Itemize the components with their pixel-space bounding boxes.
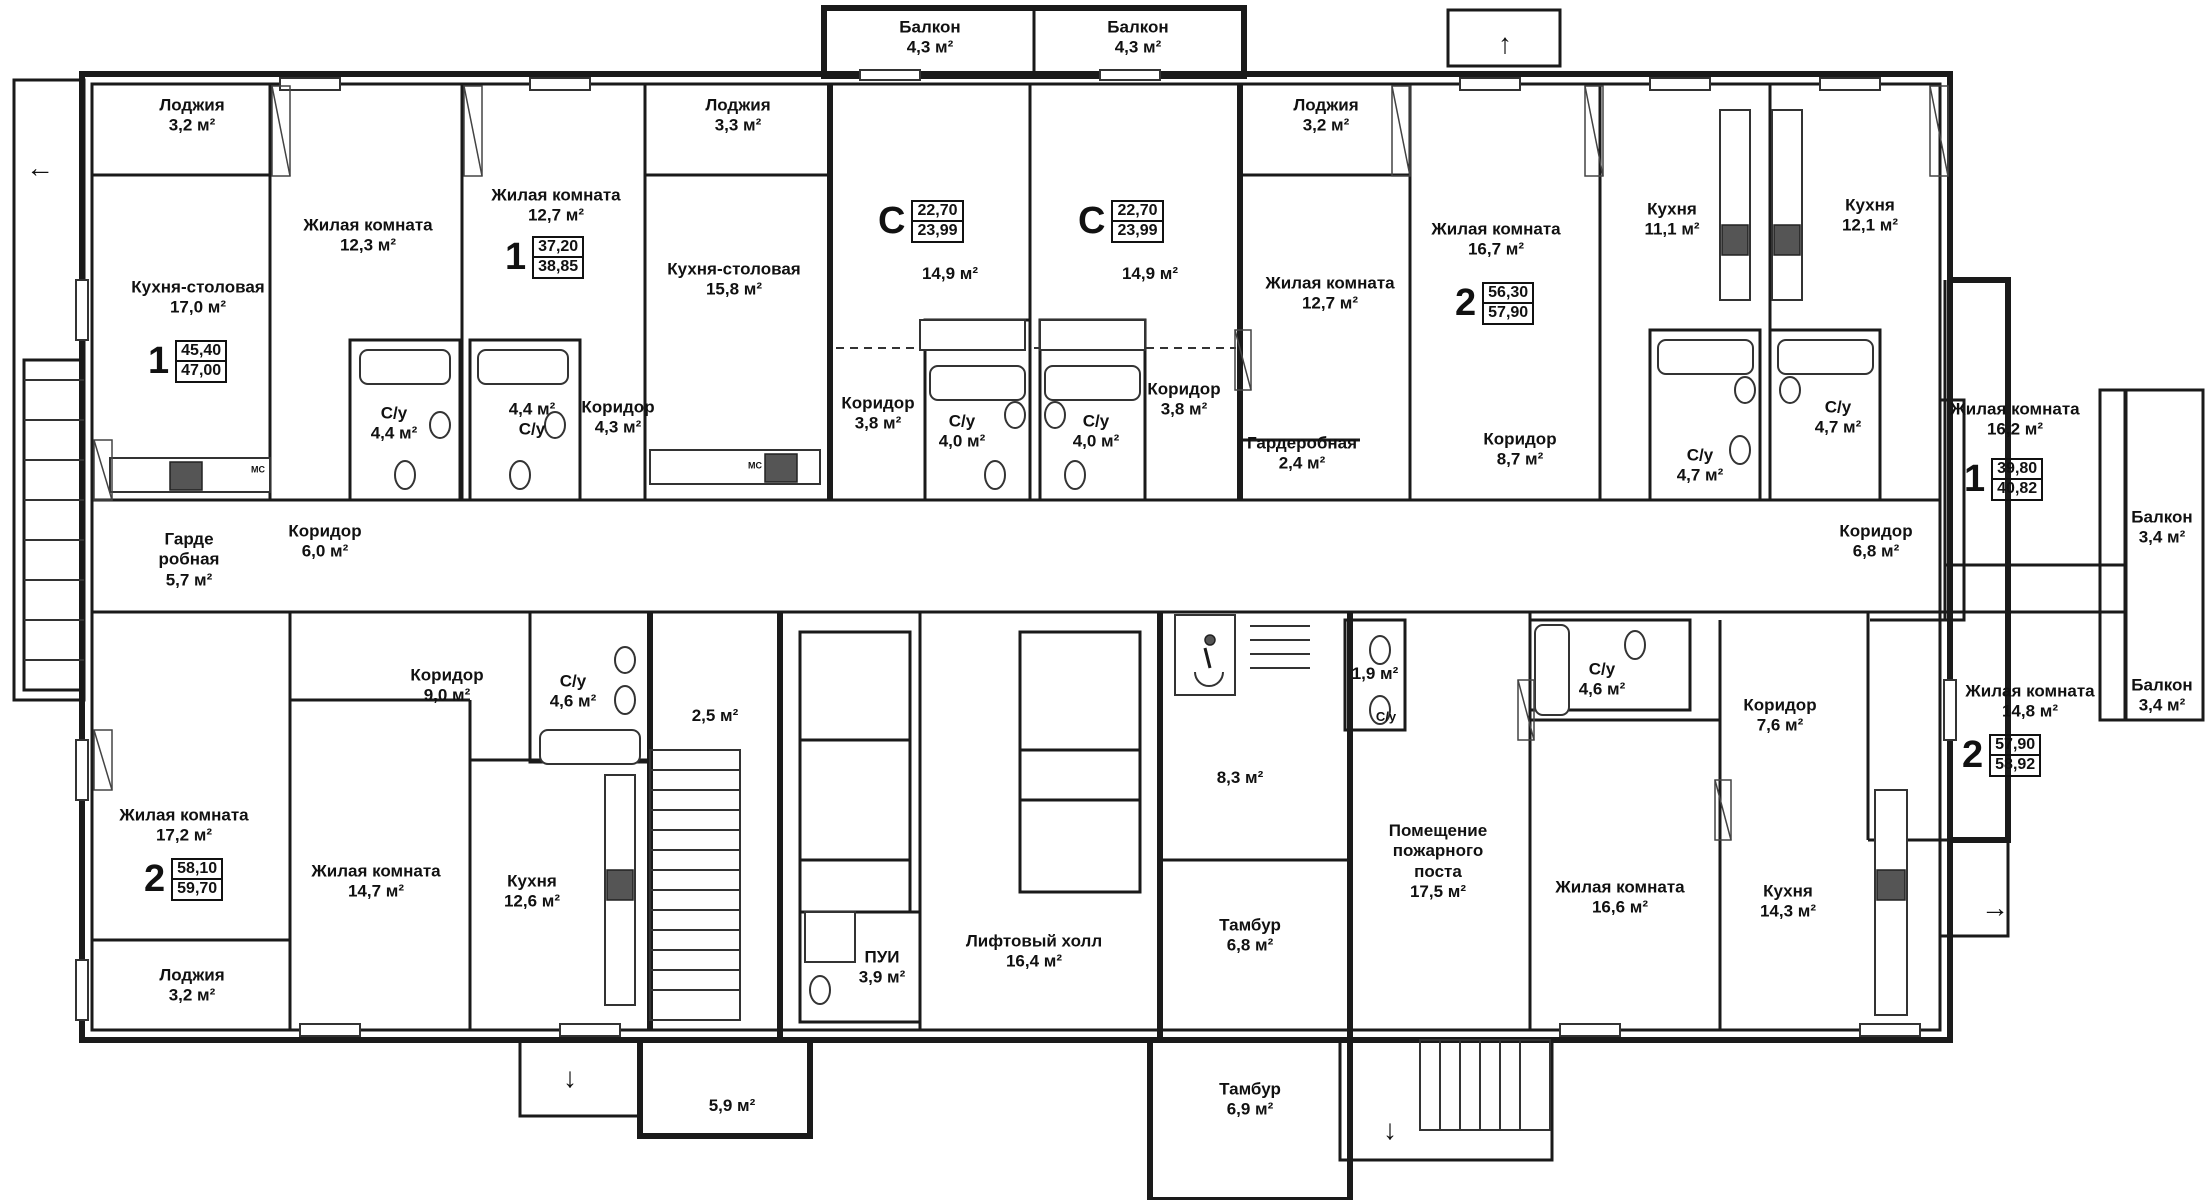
apartment-living-area: 39,80 [1993,460,2042,481]
outer-walls [12,5,2205,1200]
apartment-number: 1 [148,340,170,383]
room-label: 5,9 м² [708,1095,756,1115]
apartment-number: С [878,200,906,243]
apartment-living-area: 22,70 [1113,202,1162,223]
exit-arrow-down-icon-2: ↓ [1383,1114,1397,1145]
room-label: 14,9 м² [1121,263,1179,283]
apartment-total-area: 59,70 [177,880,218,898]
mc-label: МС [748,460,762,471]
apartment-living-area: 22,70 [913,202,962,223]
fixtures [109,109,1908,1016]
exit-arrow-left-icon: ← [26,152,54,183]
apartment-number: 2 [1962,734,1984,777]
apartment-living-area: 57,90 [1991,736,2040,757]
apartment-living-area: 45,40 [177,342,226,363]
exit-arrow-right-icon: → [1981,892,2009,923]
apartment-number: 1 [1964,458,1986,501]
apartment-total-area: 47,00 [181,362,222,380]
apartment-total-area: 40,82 [1997,480,2038,498]
exit-arrow-down-icon: ↓ [563,1062,577,1093]
apartment-number: 2 [144,858,166,901]
apartment-total-area: 23,99 [917,222,958,240]
room-label: 8,3 м² [1216,767,1264,787]
apartment-total-area: 58,92 [1995,756,2036,774]
interior-walls [92,84,2128,1042]
exit-arrow-up-icon: ↑ [1498,28,1512,59]
shaft-marks [93,85,1949,841]
windows [75,69,1957,1037]
apartment-living-area: 56,30 [1484,284,1533,305]
mc-label: МС [251,464,265,475]
stairs [24,379,1551,1131]
room-label: 2,5 м² [691,705,739,725]
apartment-total-area: 57,90 [1488,304,1529,322]
apartment-total-area: 38,85 [538,258,579,276]
room-label: 1,9 м² [1351,663,1399,683]
apartment-number: 1 [505,236,527,279]
apartment-number: 2 [1455,282,1477,325]
apartment-living-area: 37,20 [534,238,583,259]
room-label: 14,9 м² [921,263,979,283]
wc-label: С/у [1375,709,1397,725]
apartment-total-area: 23,99 [1117,222,1158,240]
apartment-number: С [1078,200,1106,243]
apartment-living-area: 58,10 [173,860,222,881]
